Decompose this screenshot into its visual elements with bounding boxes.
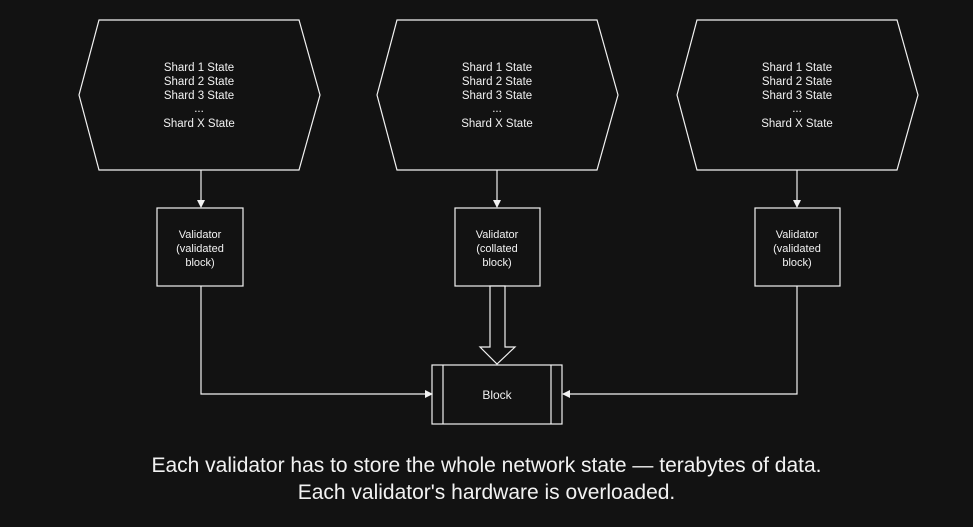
- validator-node-2: Validator (collated block): [454, 207, 541, 287]
- state-node-1-line-2: Shard 2 State: [164, 76, 234, 88]
- state-node-1-line-5: Shard X State: [163, 118, 235, 130]
- state-node-3-line-4: ...: [792, 103, 802, 115]
- block-label: Block: [482, 388, 512, 402]
- state-node-1: Shard 1 State Shard 2 State Shard 3 Stat…: [78, 19, 321, 171]
- state-node-3-hexagon: [676, 19, 919, 171]
- state-node-2-line-2: Shard 2 State: [462, 76, 532, 88]
- state-node-2-hexagon: [376, 19, 619, 171]
- validator-3-line-2: (validated: [773, 243, 821, 255]
- block-node: Block: [431, 364, 563, 425]
- block-node-box: [431, 364, 563, 425]
- state-node-3: Shard 1 State Shard 2 State Shard 3 Stat…: [676, 19, 919, 171]
- validator-node-1: Validator (validated block): [156, 207, 244, 287]
- arrow-validator-1-to-block: [200, 286, 433, 398]
- arrow-validator-3-to-block: [562, 286, 798, 398]
- state-node-1-line-3: Shard 3 State: [164, 90, 234, 102]
- validator-1-line-3: block): [185, 257, 214, 269]
- state-node-2-line-5: Shard X State: [461, 118, 533, 130]
- state-node-3-line-1: Shard 1 State: [762, 62, 832, 74]
- block-arrow-validator-2-to-block: [478, 285, 517, 365]
- state-node-2-line-4: ...: [492, 103, 502, 115]
- validator-2-line-1: Validator: [476, 229, 519, 241]
- state-node-1-hexagon: [78, 19, 321, 171]
- validator-3-line-1: Validator: [776, 229, 819, 241]
- state-node-3-line-5: Shard X State: [761, 118, 833, 130]
- state-node-1-line-1: Shard 1 State: [164, 62, 234, 74]
- validator-1-line-2: (validated: [176, 243, 224, 255]
- state-node-2: Shard 1 State Shard 2 State Shard 3 Stat…: [376, 19, 619, 171]
- validator-node-1-box: [156, 207, 244, 287]
- caption-line-1: Each validator has to store the whole ne…: [151, 454, 822, 477]
- caption-line-2: Each validator's hardware is overloaded.: [297, 481, 676, 504]
- state-node-2-line-1: Shard 1 State: [462, 62, 532, 74]
- validator-node-3: Validator (validated block): [754, 207, 841, 287]
- validator-2-line-2: (collated: [476, 243, 518, 255]
- validator-1-line-1: Validator: [179, 229, 222, 241]
- state-node-2-line-3: Shard 3 State: [462, 90, 532, 102]
- validator-3-line-3: block): [782, 257, 811, 269]
- validator-2-line-3: block): [482, 257, 511, 269]
- state-node-1-line-4: ...: [194, 103, 204, 115]
- state-node-3-line-3: Shard 3 State: [762, 90, 832, 102]
- state-node-3-line-2: Shard 2 State: [762, 76, 832, 88]
